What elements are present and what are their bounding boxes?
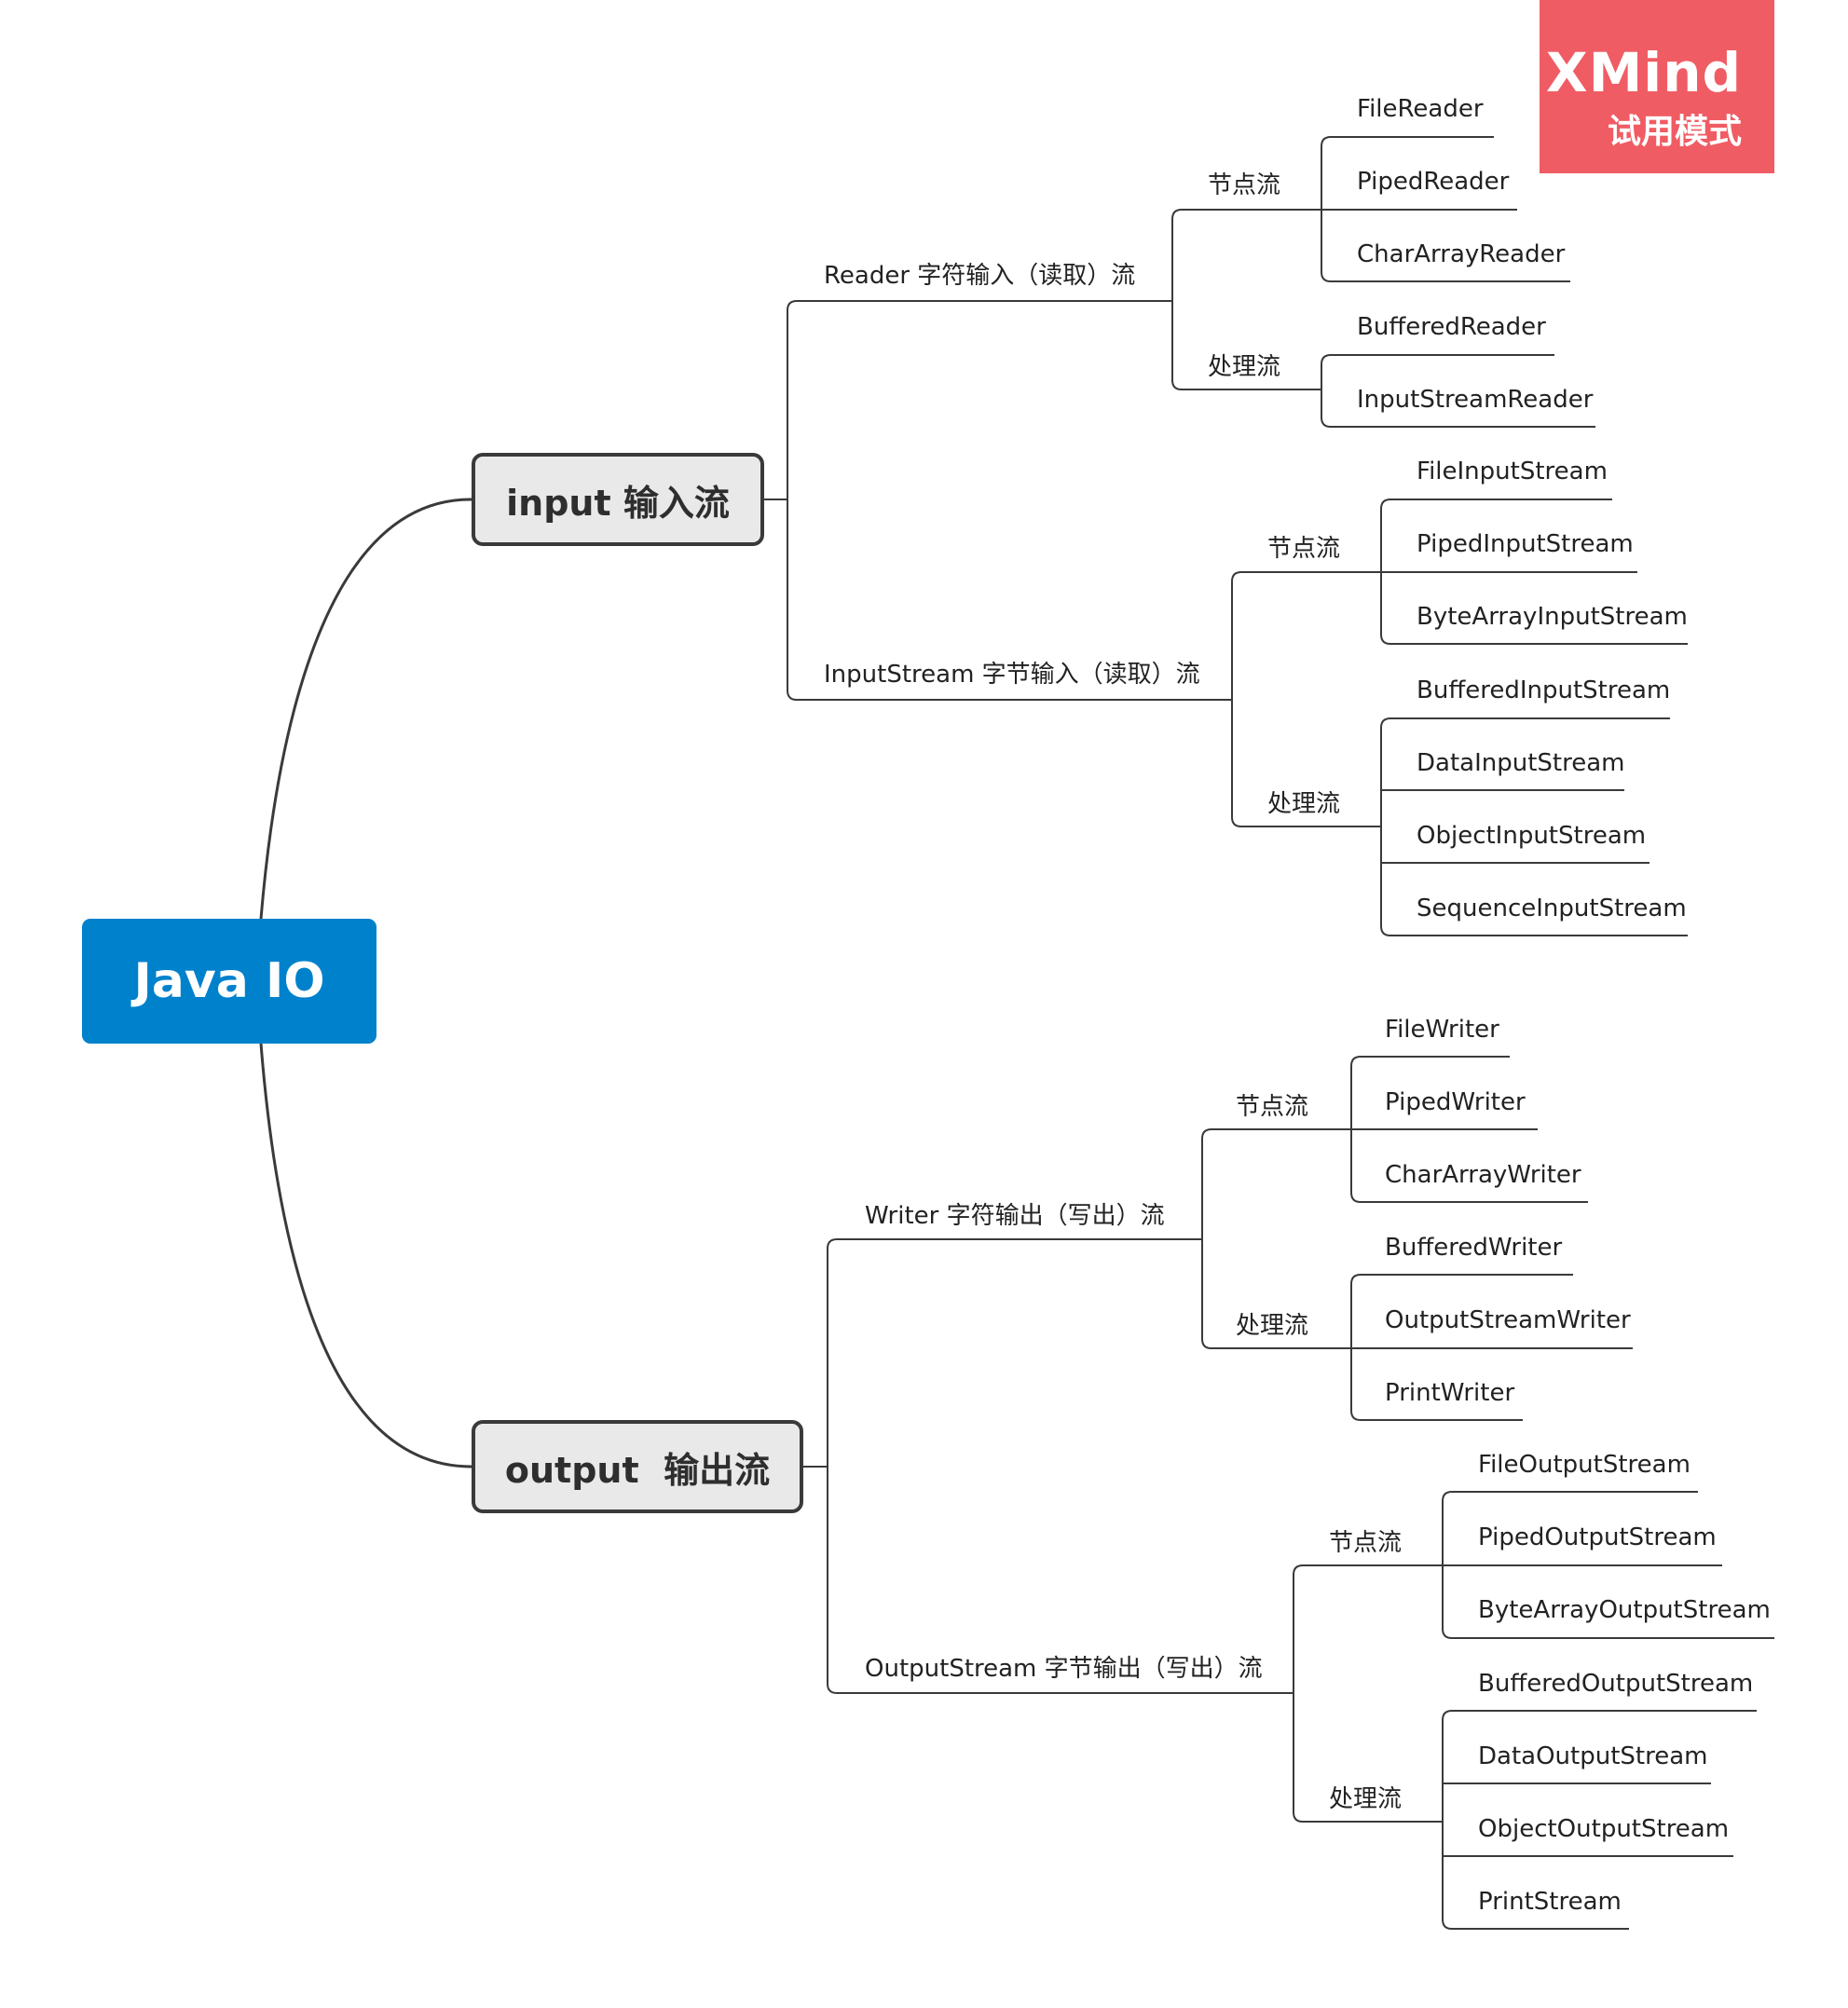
leaf-topic[interactable]: SequenceInputStream — [1417, 895, 1687, 922]
connector-line — [1442, 1710, 1757, 1930]
reader-node-group[interactable]: 节点流 — [1208, 171, 1281, 199]
leaf-topic[interactable]: ByteArrayInputStream — [1417, 603, 1688, 631]
leaf-topic[interactable]: ObjectOutputStream — [1478, 1815, 1730, 1843]
leaf-topic[interactable]: PipedReader — [1357, 168, 1510, 196]
leaf-topic[interactable]: CharArrayReader — [1357, 240, 1566, 268]
inputstream-proc-group[interactable]: 处理流 — [1267, 790, 1341, 818]
connector-line — [1321, 354, 1595, 428]
writer-node-group[interactable]: 节点流 — [1236, 1093, 1309, 1121]
leaf-topic[interactable]: DataInputStream — [1417, 749, 1625, 777]
connector-line — [259, 498, 472, 920]
leaf-topic[interactable]: DataOutputStream — [1478, 1742, 1708, 1770]
leaf-topic[interactable]: FileInputStream — [1417, 458, 1608, 485]
connector-line — [1231, 571, 1381, 827]
output-branch-label: output 输出流 — [504, 1449, 771, 1491]
outputstream-proc-group[interactable]: 处理流 — [1329, 1785, 1403, 1813]
outputstream-branch[interactable]: OutputStream 字节输出（写出）流 — [865, 1655, 1263, 1683]
connector-line — [1201, 1128, 1351, 1349]
leaf-topic[interactable]: PipedInputStream — [1417, 530, 1634, 558]
leaf-topic[interactable]: PrintWriter — [1385, 1379, 1515, 1407]
input-branch[interactable]: input 输入流 — [472, 453, 764, 546]
leaf-topic[interactable]: BufferedReader — [1357, 313, 1546, 341]
root-topic[interactable]: Java IO — [82, 919, 376, 1044]
leaf-topic[interactable]: FileWriter — [1385, 1016, 1499, 1044]
connector-line — [1380, 717, 1688, 936]
inputstream-node-group[interactable]: 节点流 — [1267, 535, 1341, 563]
connector-line — [1171, 209, 1321, 390]
connector-line — [787, 300, 1232, 701]
connector-line — [1293, 1564, 1443, 1823]
reader-branch[interactable]: Reader 字符输入（读取）流 — [824, 262, 1136, 290]
watermark-mode: 试用模式 — [1607, 113, 1742, 151]
output-branch[interactable]: output 输出流 — [472, 1420, 803, 1513]
watermark-brand: XMind — [1545, 41, 1742, 104]
reader-proc-group[interactable]: 处理流 — [1208, 353, 1281, 381]
input-branch-label: input 输入流 — [506, 482, 730, 524]
leaf-topic[interactable]: BufferedOutputStream — [1478, 1670, 1754, 1698]
leaf-topic[interactable]: InputStreamReader — [1357, 386, 1594, 414]
leaf-topic[interactable]: BufferedWriter — [1385, 1234, 1563, 1262]
leaf-topic[interactable]: ObjectInputStream — [1417, 822, 1647, 850]
inputstream-branch[interactable]: InputStream 字节输入（读取）流 — [824, 661, 1200, 689]
leaf-topic[interactable]: FileReader — [1357, 95, 1484, 123]
leaf-topic[interactable]: ByteArrayOutputStream — [1478, 1596, 1771, 1624]
leaf-topic[interactable]: FileOutputStream — [1478, 1451, 1691, 1479]
leaf-topic[interactable]: CharArrayWriter — [1385, 1161, 1581, 1189]
root-topic-label: Java IO — [133, 953, 325, 1009]
leaf-topic[interactable]: PrintStream — [1478, 1888, 1622, 1916]
connector-line — [259, 1043, 472, 1468]
writer-branch[interactable]: Writer 字符输出（写出）流 — [865, 1202, 1165, 1230]
leaf-topic[interactable]: PipedOutputStream — [1478, 1523, 1717, 1551]
leaf-topic[interactable]: BufferedInputStream — [1417, 676, 1671, 704]
leaf-topic[interactable]: PipedWriter — [1385, 1088, 1526, 1116]
xmind-trial-watermark: XMind 试用模式 — [1540, 0, 1774, 173]
writer-proc-group[interactable]: 处理流 — [1236, 1312, 1309, 1340]
outputstream-node-group[interactable]: 节点流 — [1329, 1529, 1403, 1557]
leaf-topic[interactable]: OutputStreamWriter — [1385, 1306, 1631, 1334]
connector-line — [827, 1238, 1294, 1694]
